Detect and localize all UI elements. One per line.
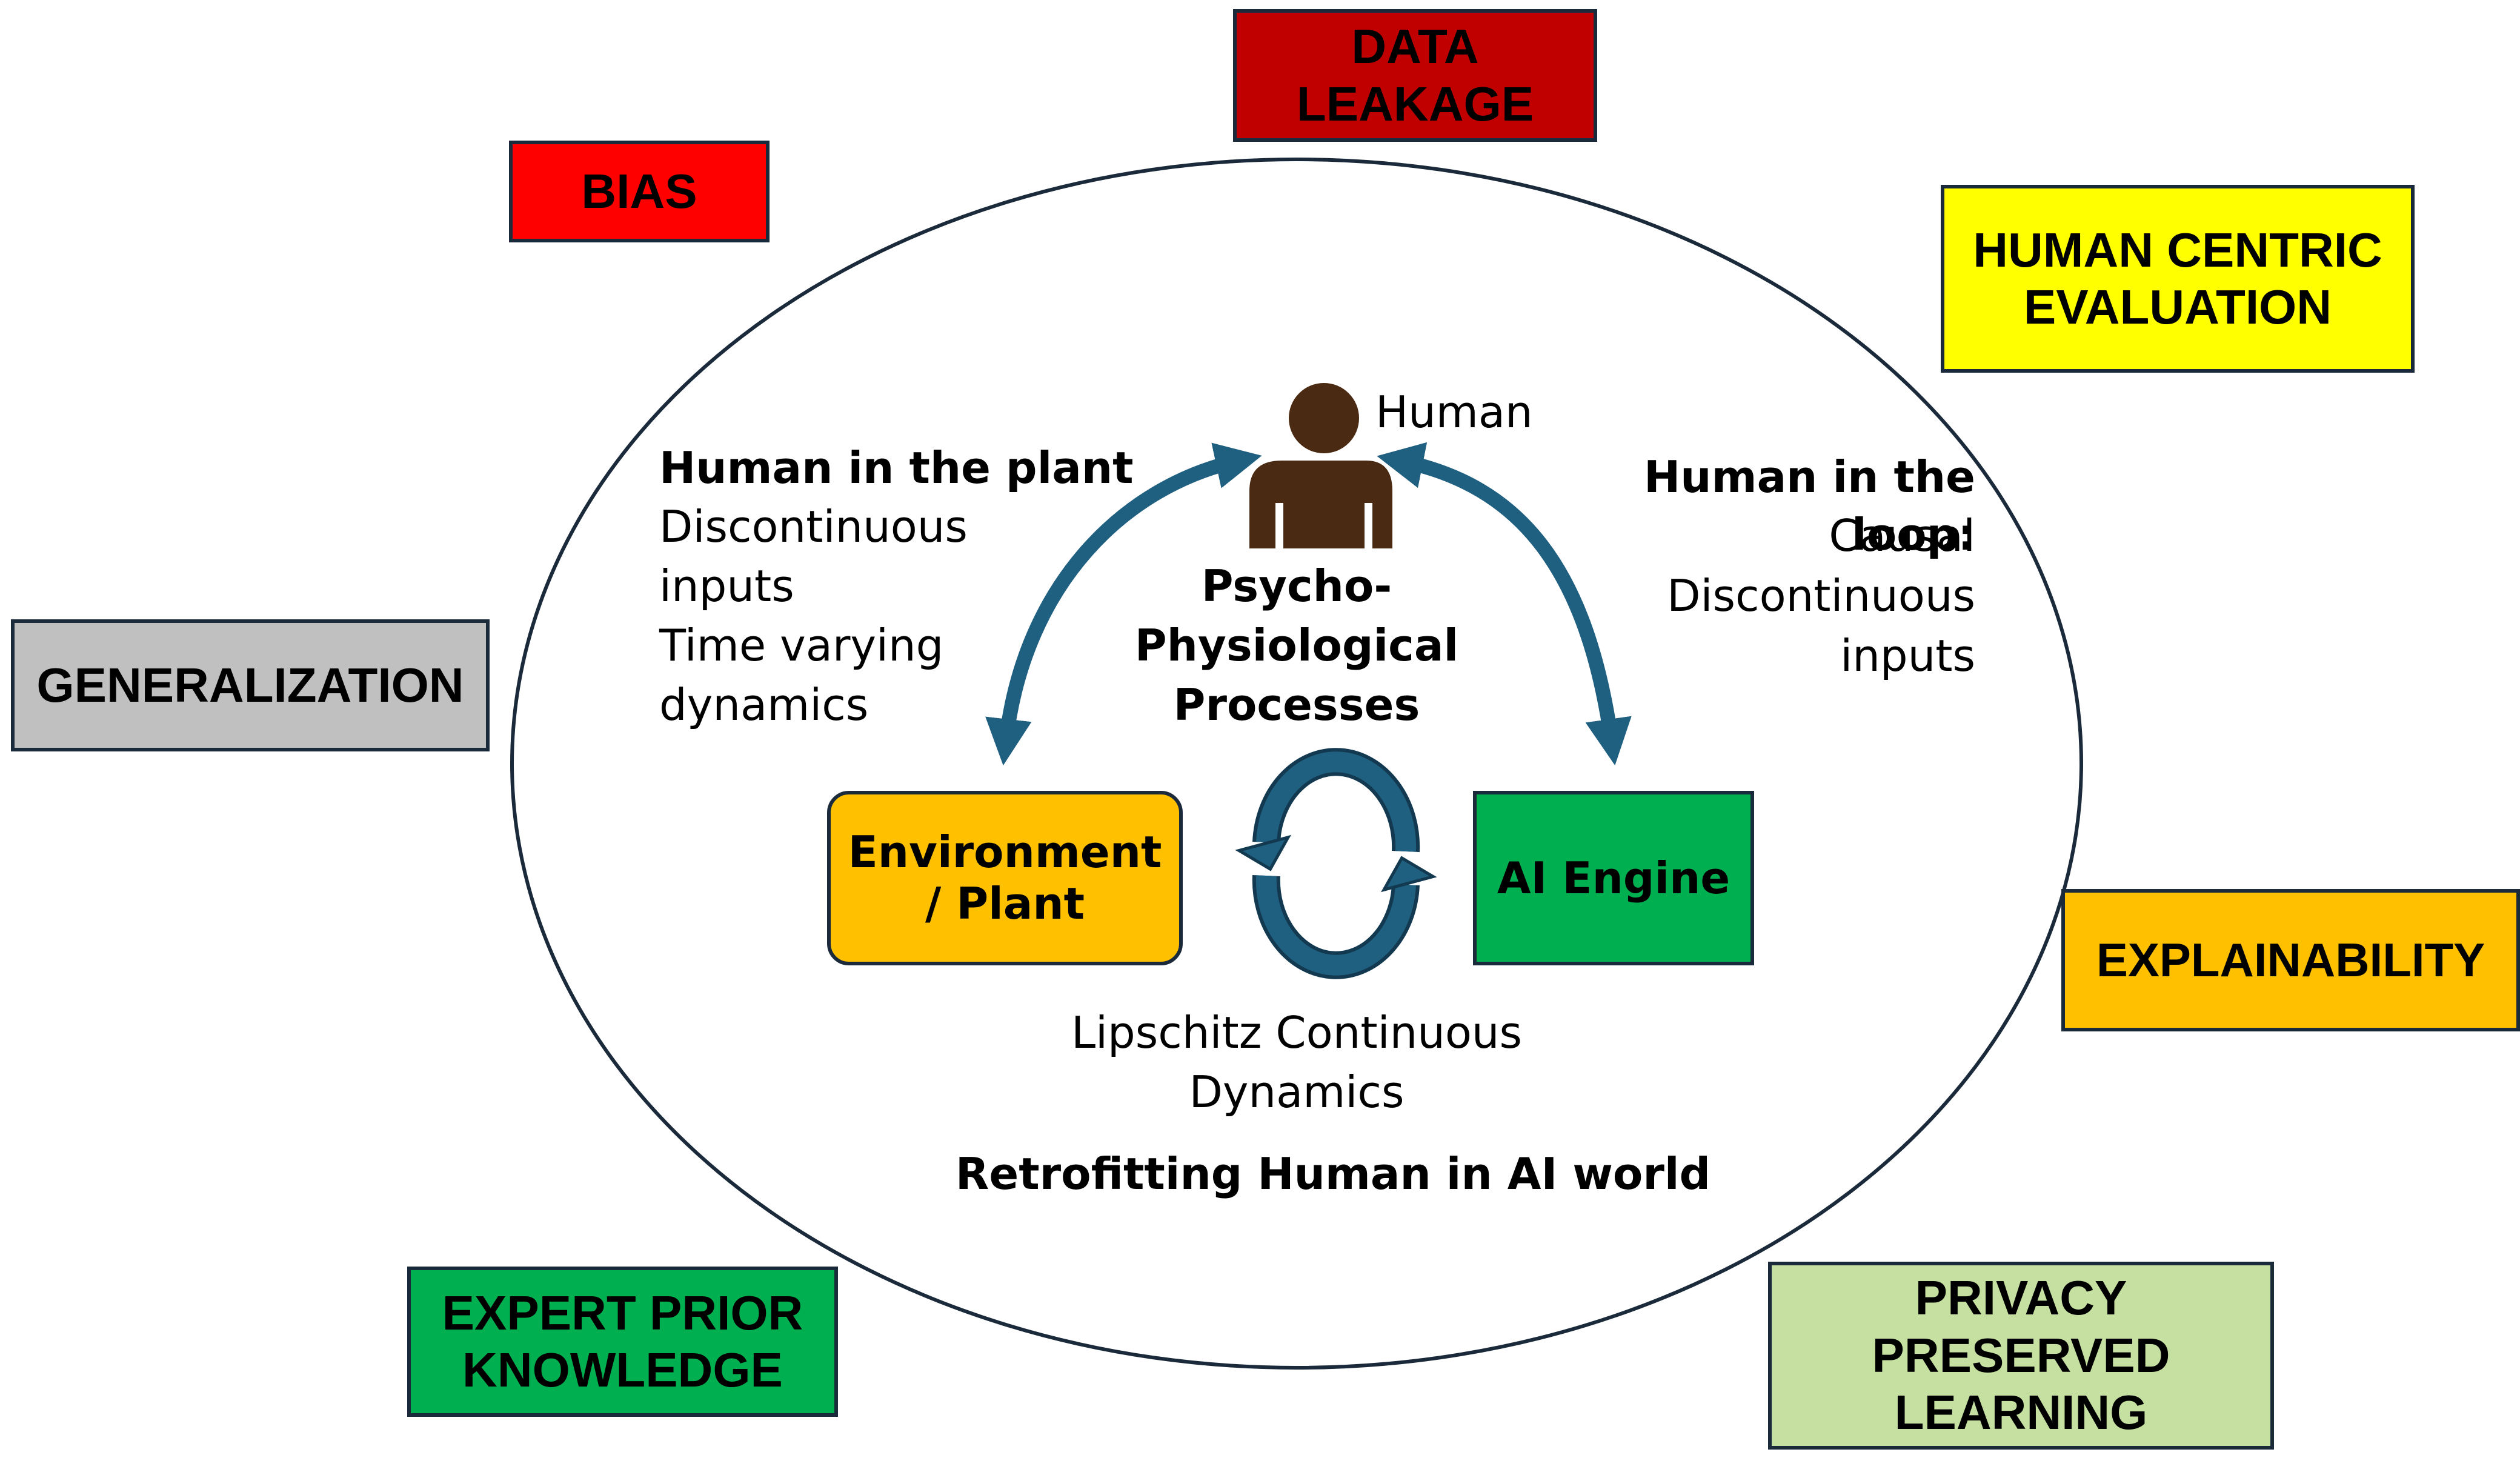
human-in-plant-body: Discontinuous inputs Time varying dynami… [659,501,968,730]
ai-engine-box: AI Engine [1473,791,1754,965]
explainability-box: EXPLAINABILITY [2061,889,2520,1031]
human-centric-evaluation-box: HUMAN CENTRIC EVALUATION [1941,185,2415,373]
bias-box: BIAS [509,141,770,242]
person-icon [1249,383,1392,548]
plant-feedback-arrow [985,442,1262,766]
context-ellipse [510,158,2083,1370]
loop-feedback-arrow [1377,442,1632,766]
retrofitting-caption: Retrofitting Human in AI world [955,1148,1711,1199]
data-leakage-box: DATA LEAKAGE [1233,9,1597,142]
human-in-plant-title: Human in the plant [659,442,1134,493]
psycho-physiological-label: Psycho- Physiological Processes [1134,561,1459,730]
environment-plant-box: Environment / Plant [827,791,1183,965]
lipschitz-label: Lipschitz Continuous Dynamics [1071,1007,1523,1117]
privacy-preserved-learning-box: PRIVACY PRESERVED LEARNING [1768,1262,2274,1450]
human-label: Human [1375,387,1533,438]
cycle-arrows-icon [1235,748,1437,979]
human-in-loop-title: Human in the loop: [1644,451,1975,561]
expert-prior-knowledge-box: EXPERT PRIOR KNOWLEDGE [407,1267,838,1417]
generalization-box: GENERALIZATION [11,619,490,751]
human-in-loop-body: Causal Discontinuous inputs [1667,510,1975,681]
